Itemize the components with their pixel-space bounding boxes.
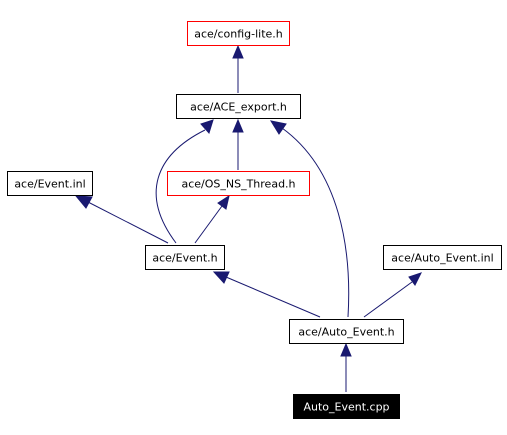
- node-auto-event-cpp-label: Auto_Event.cpp: [303, 401, 389, 414]
- edge-event-h-to-ace-export: [155, 119, 214, 244]
- edge-auto-event-cpp-to-auto-event-h: [340, 342, 352, 392]
- node-event-h-label: ace/Event.h: [152, 252, 217, 265]
- edge-auto-event-h-to-event-h: [212, 271, 321, 318]
- node-config-lite-label: ace/config-lite.h: [194, 28, 283, 41]
- node-auto-event-inl-label: ace/Auto_Event.inl: [391, 252, 493, 265]
- edge-os-ns-thread-to-ace-export: [232, 118, 244, 170]
- edge-auto-event-h-to-auto-event-inl: [363, 272, 422, 318]
- node-ace-export[interactable]: ace/ACE_export.h: [176, 94, 301, 119]
- edge-ace-export-to-config-lite: [232, 44, 244, 93]
- graph-edges: [74, 44, 422, 392]
- node-auto-event-inl[interactable]: ace/Auto_Event.inl: [383, 245, 502, 270]
- node-event-inl-label: ace/Event.inl: [14, 178, 85, 191]
- node-auto-event-h-label: ace/Auto_Event.h: [298, 326, 394, 339]
- graph-nodes: ace/config-lite.h ace/ACE_export.h ace/E…: [7, 21, 502, 419]
- edge-event-h-to-event-inl: [74, 195, 169, 244]
- node-auto-event-h[interactable]: ace/Auto_Event.h: [289, 319, 404, 344]
- edge-event-h-to-os-ns-thread: [194, 194, 230, 244]
- node-os-ns-thread-label: ace/OS_NS_Thread.h: [181, 178, 295, 191]
- node-config-lite[interactable]: ace/config-lite.h: [187, 21, 290, 46]
- node-auto-event-cpp: Auto_Event.cpp: [293, 394, 400, 419]
- node-event-inl[interactable]: ace/Event.inl: [7, 171, 93, 196]
- edge-auto-event-h-to-ace-export: [269, 120, 350, 318]
- node-ace-export-label: ace/ACE_export.h: [190, 101, 287, 114]
- node-event-h[interactable]: ace/Event.h: [145, 245, 225, 270]
- node-os-ns-thread[interactable]: ace/OS_NS_Thread.h: [167, 171, 310, 196]
